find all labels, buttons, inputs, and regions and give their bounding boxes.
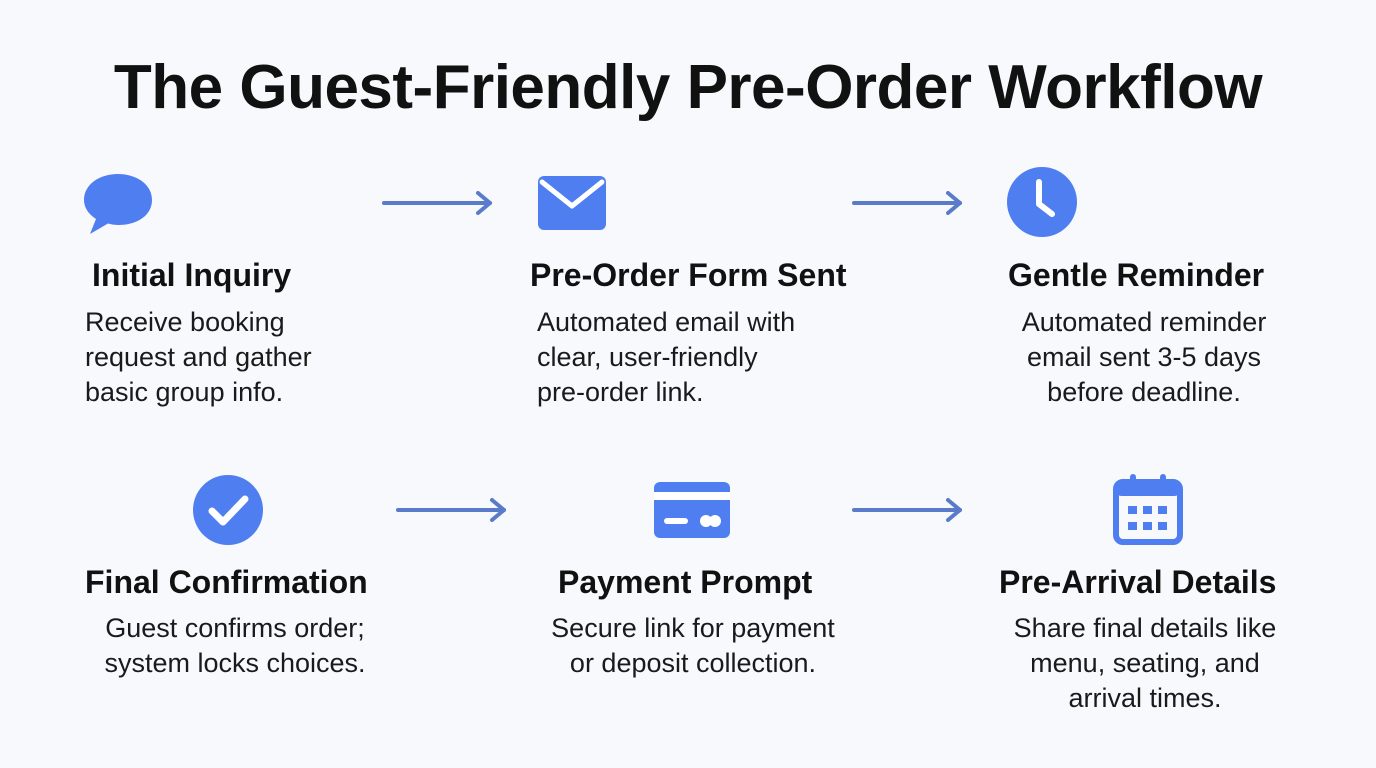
- description-line: Share final details like: [1013, 613, 1277, 643]
- step-description: Share final details like menu, seating, …: [978, 611, 1312, 716]
- description-line: before deadline.: [1047, 377, 1241, 407]
- step-description: Automated email with clear, user-friendl…: [537, 305, 877, 410]
- arrow-right-icon: [852, 498, 964, 522]
- description-line: Guest confirms order;: [105, 613, 365, 643]
- clock-icon: [1002, 162, 1082, 242]
- description-line: menu, seating, and: [1030, 648, 1260, 678]
- checkmark-circle-icon: [188, 470, 268, 550]
- step-title: Payment Prompt: [558, 564, 813, 600]
- description-line: Secure link for payment: [551, 613, 835, 643]
- description-line: Automated reminder: [1021, 307, 1267, 337]
- description-line: pre-order link.: [537, 377, 704, 407]
- chat-bubble-icon: [78, 162, 158, 242]
- step-title: Pre-Order Form Sent: [530, 257, 847, 293]
- description-line: request and gather: [85, 342, 312, 372]
- description-line: arrival times.: [1068, 683, 1222, 713]
- description-line: clear, user-friendly: [537, 342, 758, 372]
- description-line: or deposit collection.: [569, 648, 817, 678]
- description-line: system locks choices.: [104, 648, 366, 678]
- description-line: Automated email with: [537, 307, 796, 337]
- arrow-right-icon: [396, 498, 508, 522]
- arrow-right-icon: [382, 191, 494, 215]
- step-title: Pre-Arrival Details: [999, 564, 1277, 600]
- envelope-icon: [532, 162, 612, 242]
- calendar-icon: [1108, 470, 1188, 550]
- description-line: email sent 3-5 days: [1026, 342, 1262, 372]
- description-line: basic group info.: [85, 377, 284, 407]
- step-description: Receive booking request and gather basic…: [85, 305, 405, 410]
- step-title: Gentle Reminder: [1008, 257, 1265, 293]
- step-description: Secure link for payment or deposit colle…: [520, 611, 866, 681]
- description-line: Receive booking: [85, 307, 285, 337]
- step-description: Guest confirms order; system locks choic…: [66, 611, 404, 681]
- step-title: Initial Inquiry: [92, 257, 292, 293]
- page-title: The Guest-Friendly Pre-Order Workflow: [113, 53, 1263, 122]
- credit-card-icon: [652, 470, 732, 550]
- step-description: Automated reminder email sent 3-5 days b…: [986, 305, 1302, 410]
- arrow-right-icon: [852, 191, 964, 215]
- step-title: Final Confirmation: [85, 564, 368, 600]
